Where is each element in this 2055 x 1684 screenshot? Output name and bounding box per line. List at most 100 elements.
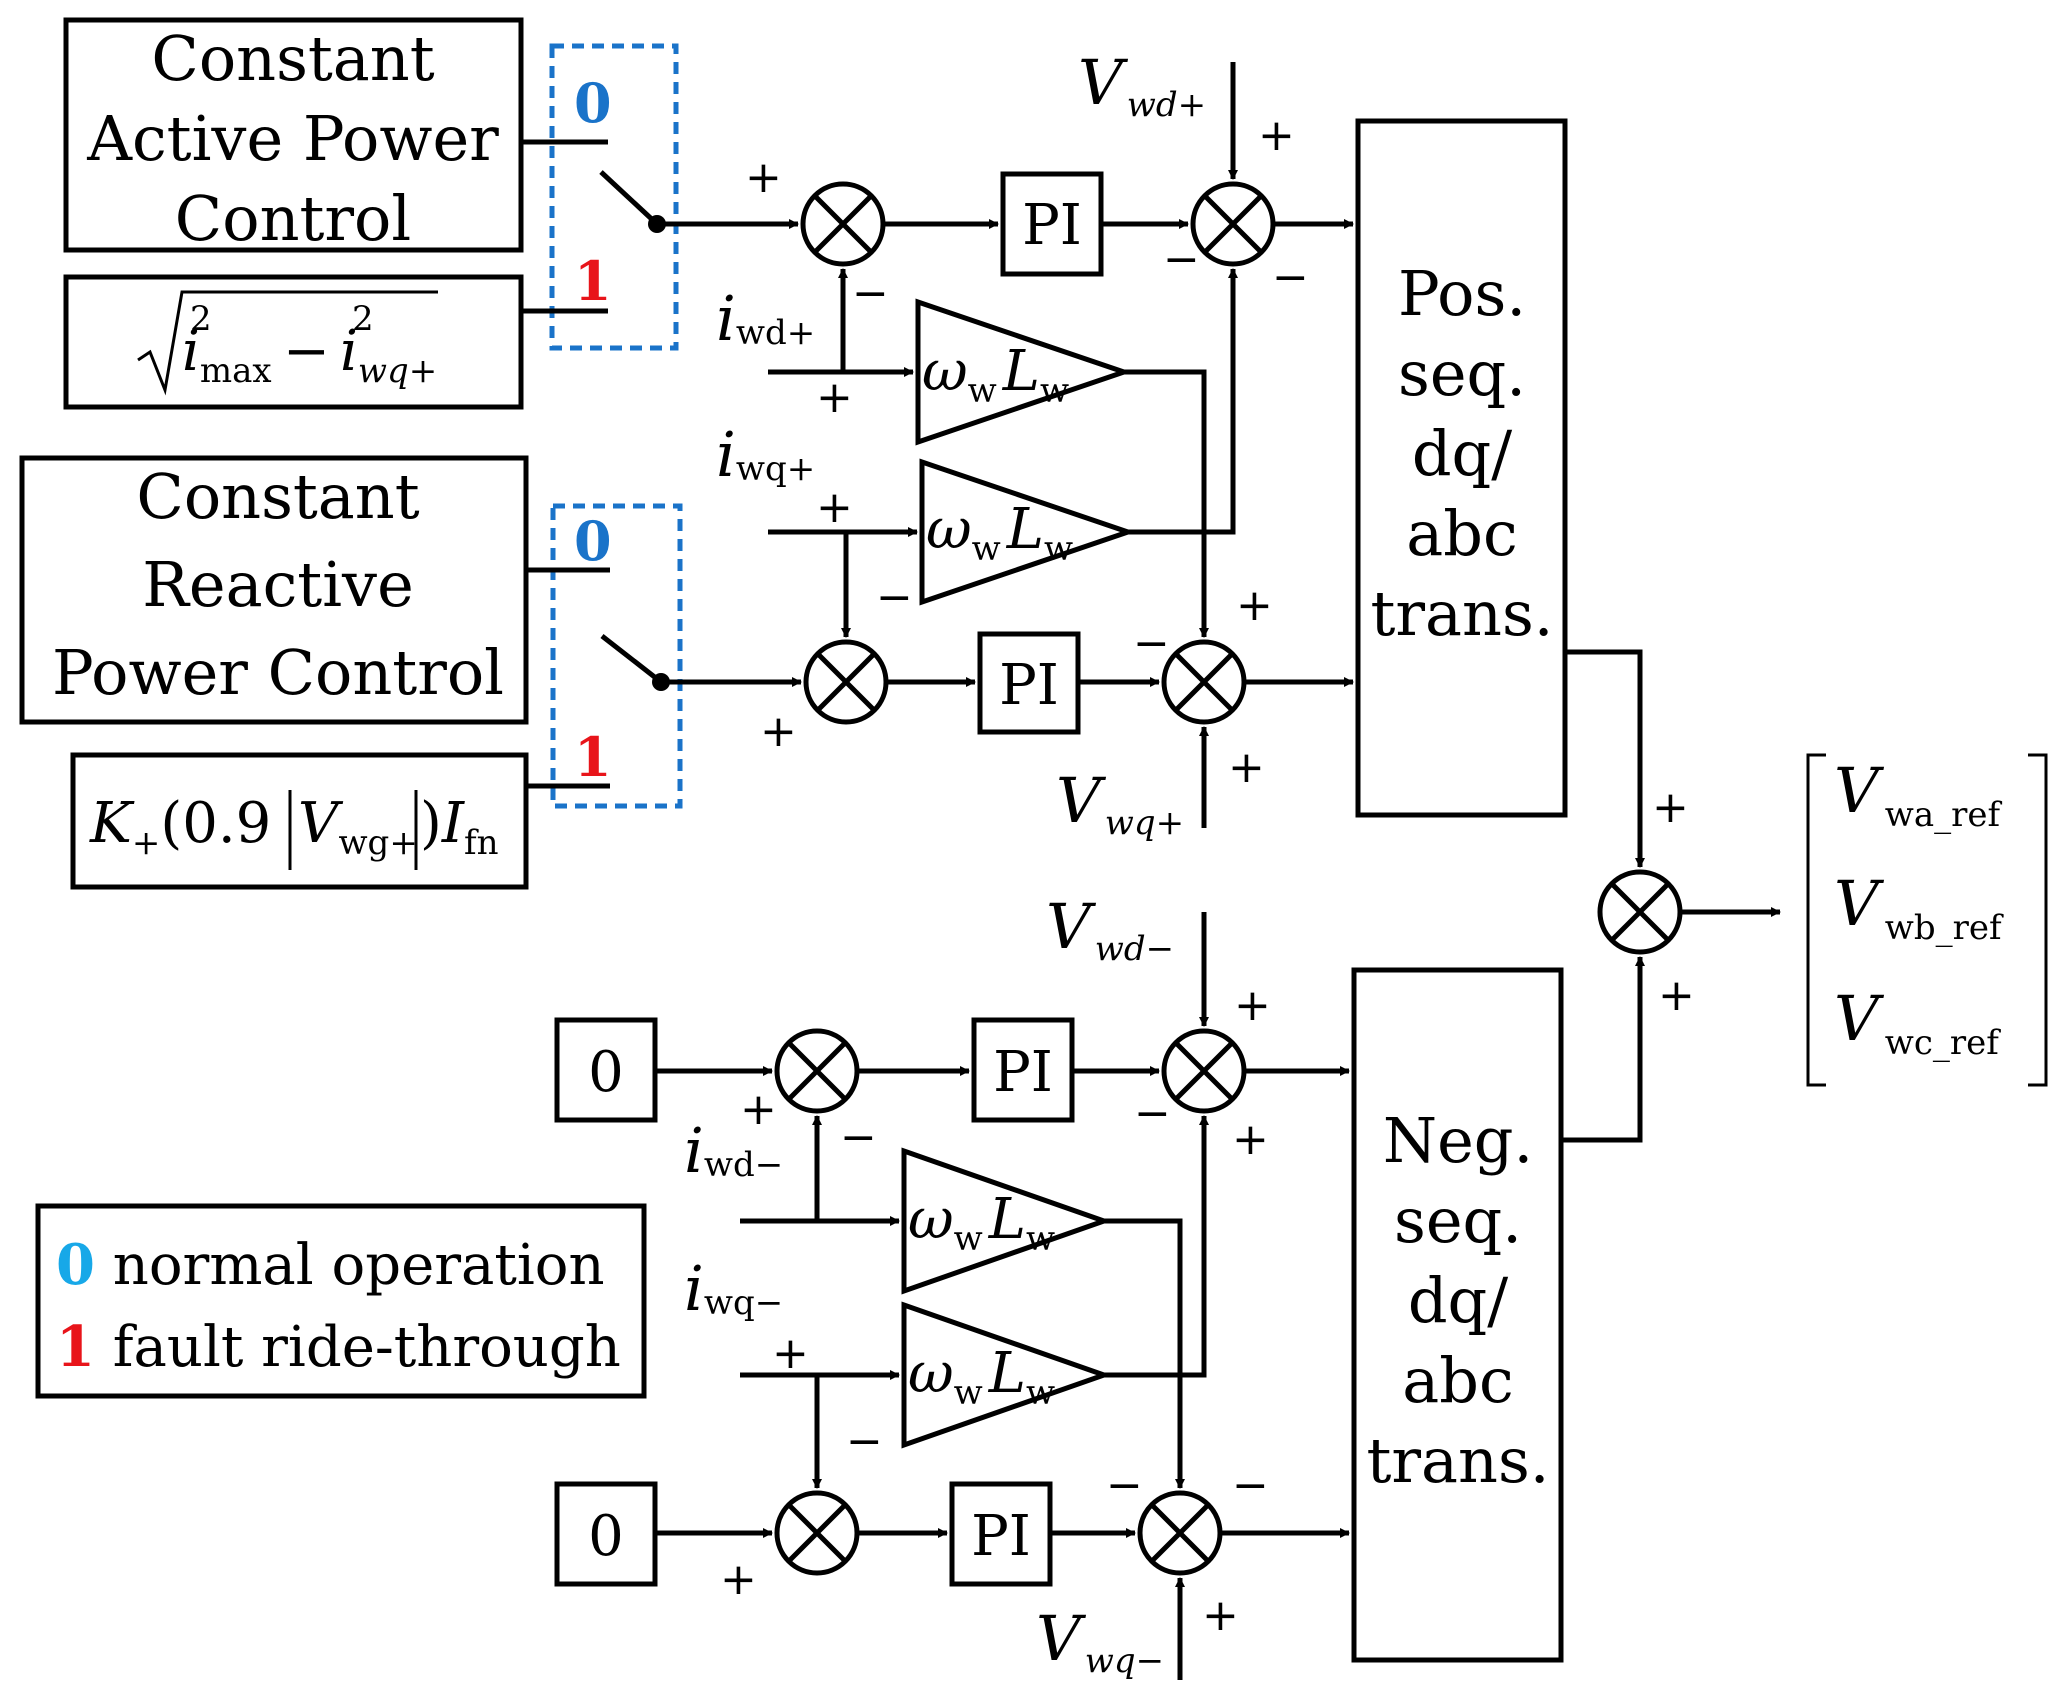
svg-text:+: + [1202,1590,1239,1641]
svg-text:dq/: dq/ [1412,417,1512,490]
svg-text:0: 0 [588,1504,624,1569]
svg-text:trans.: trans. [1367,1424,1550,1497]
sum-junction [1161,1028,1247,1114]
sum-junction [1161,639,1247,725]
gain-triangle [901,1147,1112,1295]
svg-text:+: + [772,1328,809,1379]
svg-text:−: − [1232,1460,1269,1511]
gain-triangle [915,298,1132,446]
svg-text:dq/: dq/ [1408,1264,1508,1337]
reactive-block-line-2: Reactive [142,548,414,621]
sum-junction [774,1028,860,1114]
svg-text:+: + [1652,782,1689,833]
reactive-power-block: Constant Reactive Power Control [19,455,529,725]
svg-text:Pos.: Pos. [1398,257,1526,330]
pi-block-neg-d: PI [971,1017,1075,1123]
sqrt-imax: imax [182,319,272,391]
signs: + − + + − − + − + − + + + + + − + + − + … [720,110,1695,1641]
svg-text:−: − [876,572,913,623]
sum-junctions [774,181,1683,1576]
active-block-line-3: Control [175,182,411,255]
svg-text:−: − [1272,252,1309,303]
svg-text:+: + [1258,110,1295,161]
active-power-block: Constant Active Power Control [63,17,524,255]
switch-negative-1: 1 [574,725,612,789]
svg-text:+: + [1658,970,1695,1021]
svg-text:−: − [1134,1088,1171,1139]
svg-text:−: − [1106,1460,1143,1511]
svg-text:abc: abc [1402,1344,1513,1417]
sqrt-block: imax 2 − iwq+ 2 [63,274,524,410]
legend-box: 0 normal operation 1 fault ride-through [35,1203,647,1399]
zero-block-d: 0 [554,1017,658,1123]
switch-positive[interactable]: 0 1 [521,43,679,351]
svg-text:trans.: trans. [1371,577,1554,650]
sqrt-sq-1: 2 [190,299,212,339]
svg-text:+: + [1234,980,1271,1031]
label-iwq-minus: iwq− [684,1252,783,1325]
sqrt-minus: − [283,319,330,384]
svg-text:abc: abc [1406,497,1517,570]
gain-triangle [919,458,1136,606]
svg-text:−: − [840,1112,877,1163]
svg-text:−: − [1133,618,1170,669]
svg-text:+: + [816,372,853,423]
k-expression-v: Vwg+ [298,791,418,863]
switch-positive-1: 1 [574,249,612,313]
label-iwd-plus: iwd+ [716,282,815,355]
pi-block-pos-q: PI [977,631,1081,735]
legend-fault: 1 fault ride-through [56,1314,621,1380]
svg-text:seq.: seq. [1394,1184,1522,1257]
gain-triangle [901,1301,1112,1449]
reactive-block-line-3: Power Control [52,636,504,709]
label-iwq-plus: iwq+ [716,418,815,491]
legend-normal: 0 normal operation [56,1232,605,1298]
svg-text:PI: PI [999,653,1059,718]
sqrt-sq-2: 2 [352,299,374,339]
zero-block-q: 0 [554,1481,658,1587]
pi-block-pos-d: PI [1000,171,1104,277]
svg-text:+: + [1228,742,1265,793]
svg-text:+: + [1232,1114,1269,1165]
active-block-line-1: Constant [151,22,434,95]
svg-text:+: + [816,482,853,533]
pos-seq-transform-block: Pos. seq. dq/ abc trans. [1355,118,1568,818]
sum-junction [1597,869,1683,955]
sum-junction [1137,1490,1223,1576]
switch-negative[interactable]: 0 1 [526,503,683,809]
k-expression-i: )Ifn [420,791,498,863]
svg-text:PI: PI [993,1040,1053,1105]
svg-text:+: + [740,1084,777,1135]
svg-text:−: − [846,1416,883,1467]
svg-text:Neg.: Neg. [1383,1104,1533,1177]
switch-positive-0: 0 [574,71,612,135]
sum-junction [803,639,889,725]
svg-text:PI: PI [1022,193,1082,258]
sum-junction [774,1490,860,1576]
sum-junction [1190,181,1276,267]
svg-text:+: + [1236,580,1273,631]
neg-seq-transform-block: Neg. seq. dq/ abc trans. [1351,967,1564,1663]
svg-text:−: − [1163,234,1200,285]
svg-text:+: + [745,152,782,203]
k-expression-block: K+(0.9 Vwg+ )Ifn [70,752,529,890]
svg-text:+: + [760,706,797,757]
pi-block-neg-q: PI [949,1481,1053,1587]
wires [655,62,1781,1680]
reactive-block-line-1: Constant [136,460,419,533]
k-expression: K+(0.9 [89,791,271,863]
svg-text:PI: PI [971,1504,1031,1569]
